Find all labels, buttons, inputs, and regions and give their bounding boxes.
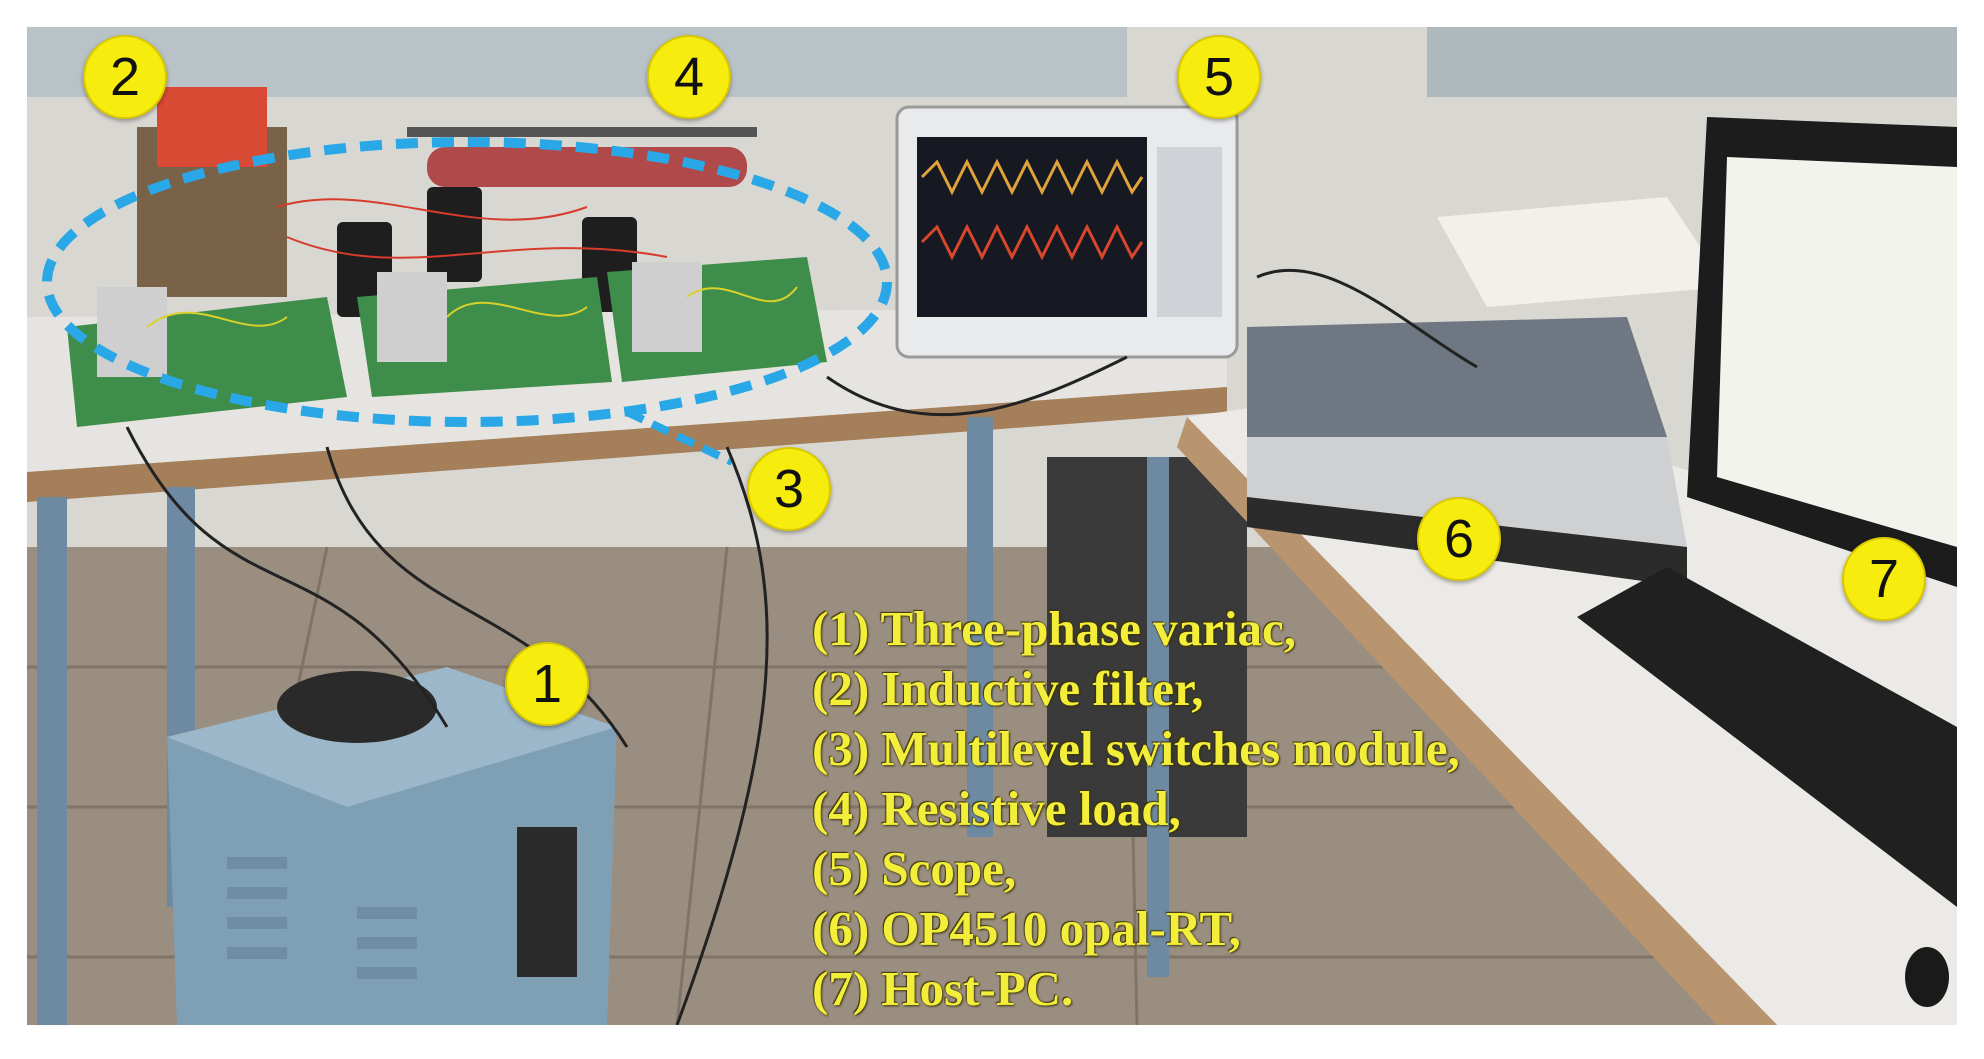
badge-4-label: 4 bbox=[673, 47, 705, 107]
component-legend: (1) Three-phase variac, (2) Inductive fi… bbox=[812, 599, 1460, 1019]
papers bbox=[1437, 197, 1727, 307]
left-table-edge bbox=[27, 387, 1227, 502]
oscilloscope-screen bbox=[917, 137, 1147, 317]
legend-item: (3) Multilevel switches module, bbox=[812, 721, 1460, 776]
badge-1-label: 1 bbox=[531, 654, 563, 714]
yellow-wires bbox=[146, 286, 798, 328]
legend-item: (2) Inductive filter, bbox=[812, 661, 1204, 716]
table-leg bbox=[1147, 457, 1169, 977]
badge-4: 4 bbox=[647, 35, 731, 119]
lab-scene bbox=[27, 27, 1957, 1025]
variac-vents bbox=[227, 857, 417, 979]
keyboard bbox=[1577, 567, 1957, 907]
oscilloscope-controls bbox=[1157, 147, 1222, 317]
badge-3: 3 bbox=[747, 447, 831, 531]
badge-6: 6 bbox=[1417, 497, 1501, 581]
legend-item: (6) OP4510 opal-RT, bbox=[812, 901, 1241, 956]
variac-plate bbox=[517, 827, 577, 977]
table-leg bbox=[967, 417, 993, 837]
badge-1: 1 bbox=[505, 642, 589, 726]
highlight-pointer bbox=[625, 408, 734, 466]
waveform-trace bbox=[920, 223, 1144, 261]
table-leg bbox=[37, 497, 67, 1025]
badge-5-label: 5 bbox=[1203, 47, 1235, 107]
badge-5: 5 bbox=[1177, 35, 1261, 119]
opal-rt-unit bbox=[1247, 437, 1687, 547]
mouse bbox=[1905, 947, 1949, 1007]
badge-3-label: 3 bbox=[773, 459, 805, 519]
right-table-edge bbox=[1177, 417, 1777, 1025]
badge-7: 7 bbox=[1842, 537, 1926, 621]
window-right bbox=[1427, 27, 1957, 97]
legend-item: (1) Three-phase variac, bbox=[812, 601, 1297, 656]
right-table-top bbox=[1187, 387, 1957, 1025]
variac-knob bbox=[277, 671, 437, 743]
resistive-load-rail bbox=[407, 127, 757, 137]
badge-2: 2 bbox=[83, 35, 167, 119]
legend-item: (4) Resistive load, bbox=[812, 781, 1181, 836]
monitor-screen bbox=[1717, 157, 1957, 547]
waveform-trace bbox=[920, 158, 1144, 196]
capacitor bbox=[427, 187, 482, 282]
legend-item: (5) Scope, bbox=[812, 841, 1017, 896]
badge-7-label: 7 bbox=[1868, 549, 1900, 609]
red-wires bbox=[276, 198, 668, 259]
cables bbox=[125, 269, 1478, 1025]
lab-setup-photo: 1 2 3 4 5 6 7 (1) Three-phase variac, (2… bbox=[27, 27, 1957, 1025]
inductive-filter-terminals bbox=[157, 87, 267, 167]
window-left bbox=[27, 27, 1127, 97]
heatsink bbox=[632, 262, 702, 352]
legend-item: (7) Host-PC. bbox=[812, 961, 1074, 1016]
heatsink bbox=[377, 272, 447, 362]
badge-6-label: 6 bbox=[1443, 509, 1475, 569]
opal-rt-tray bbox=[1247, 317, 1667, 437]
badge-2-label: 2 bbox=[109, 47, 141, 107]
switches-highlight-ellipse bbox=[42, 137, 892, 427]
